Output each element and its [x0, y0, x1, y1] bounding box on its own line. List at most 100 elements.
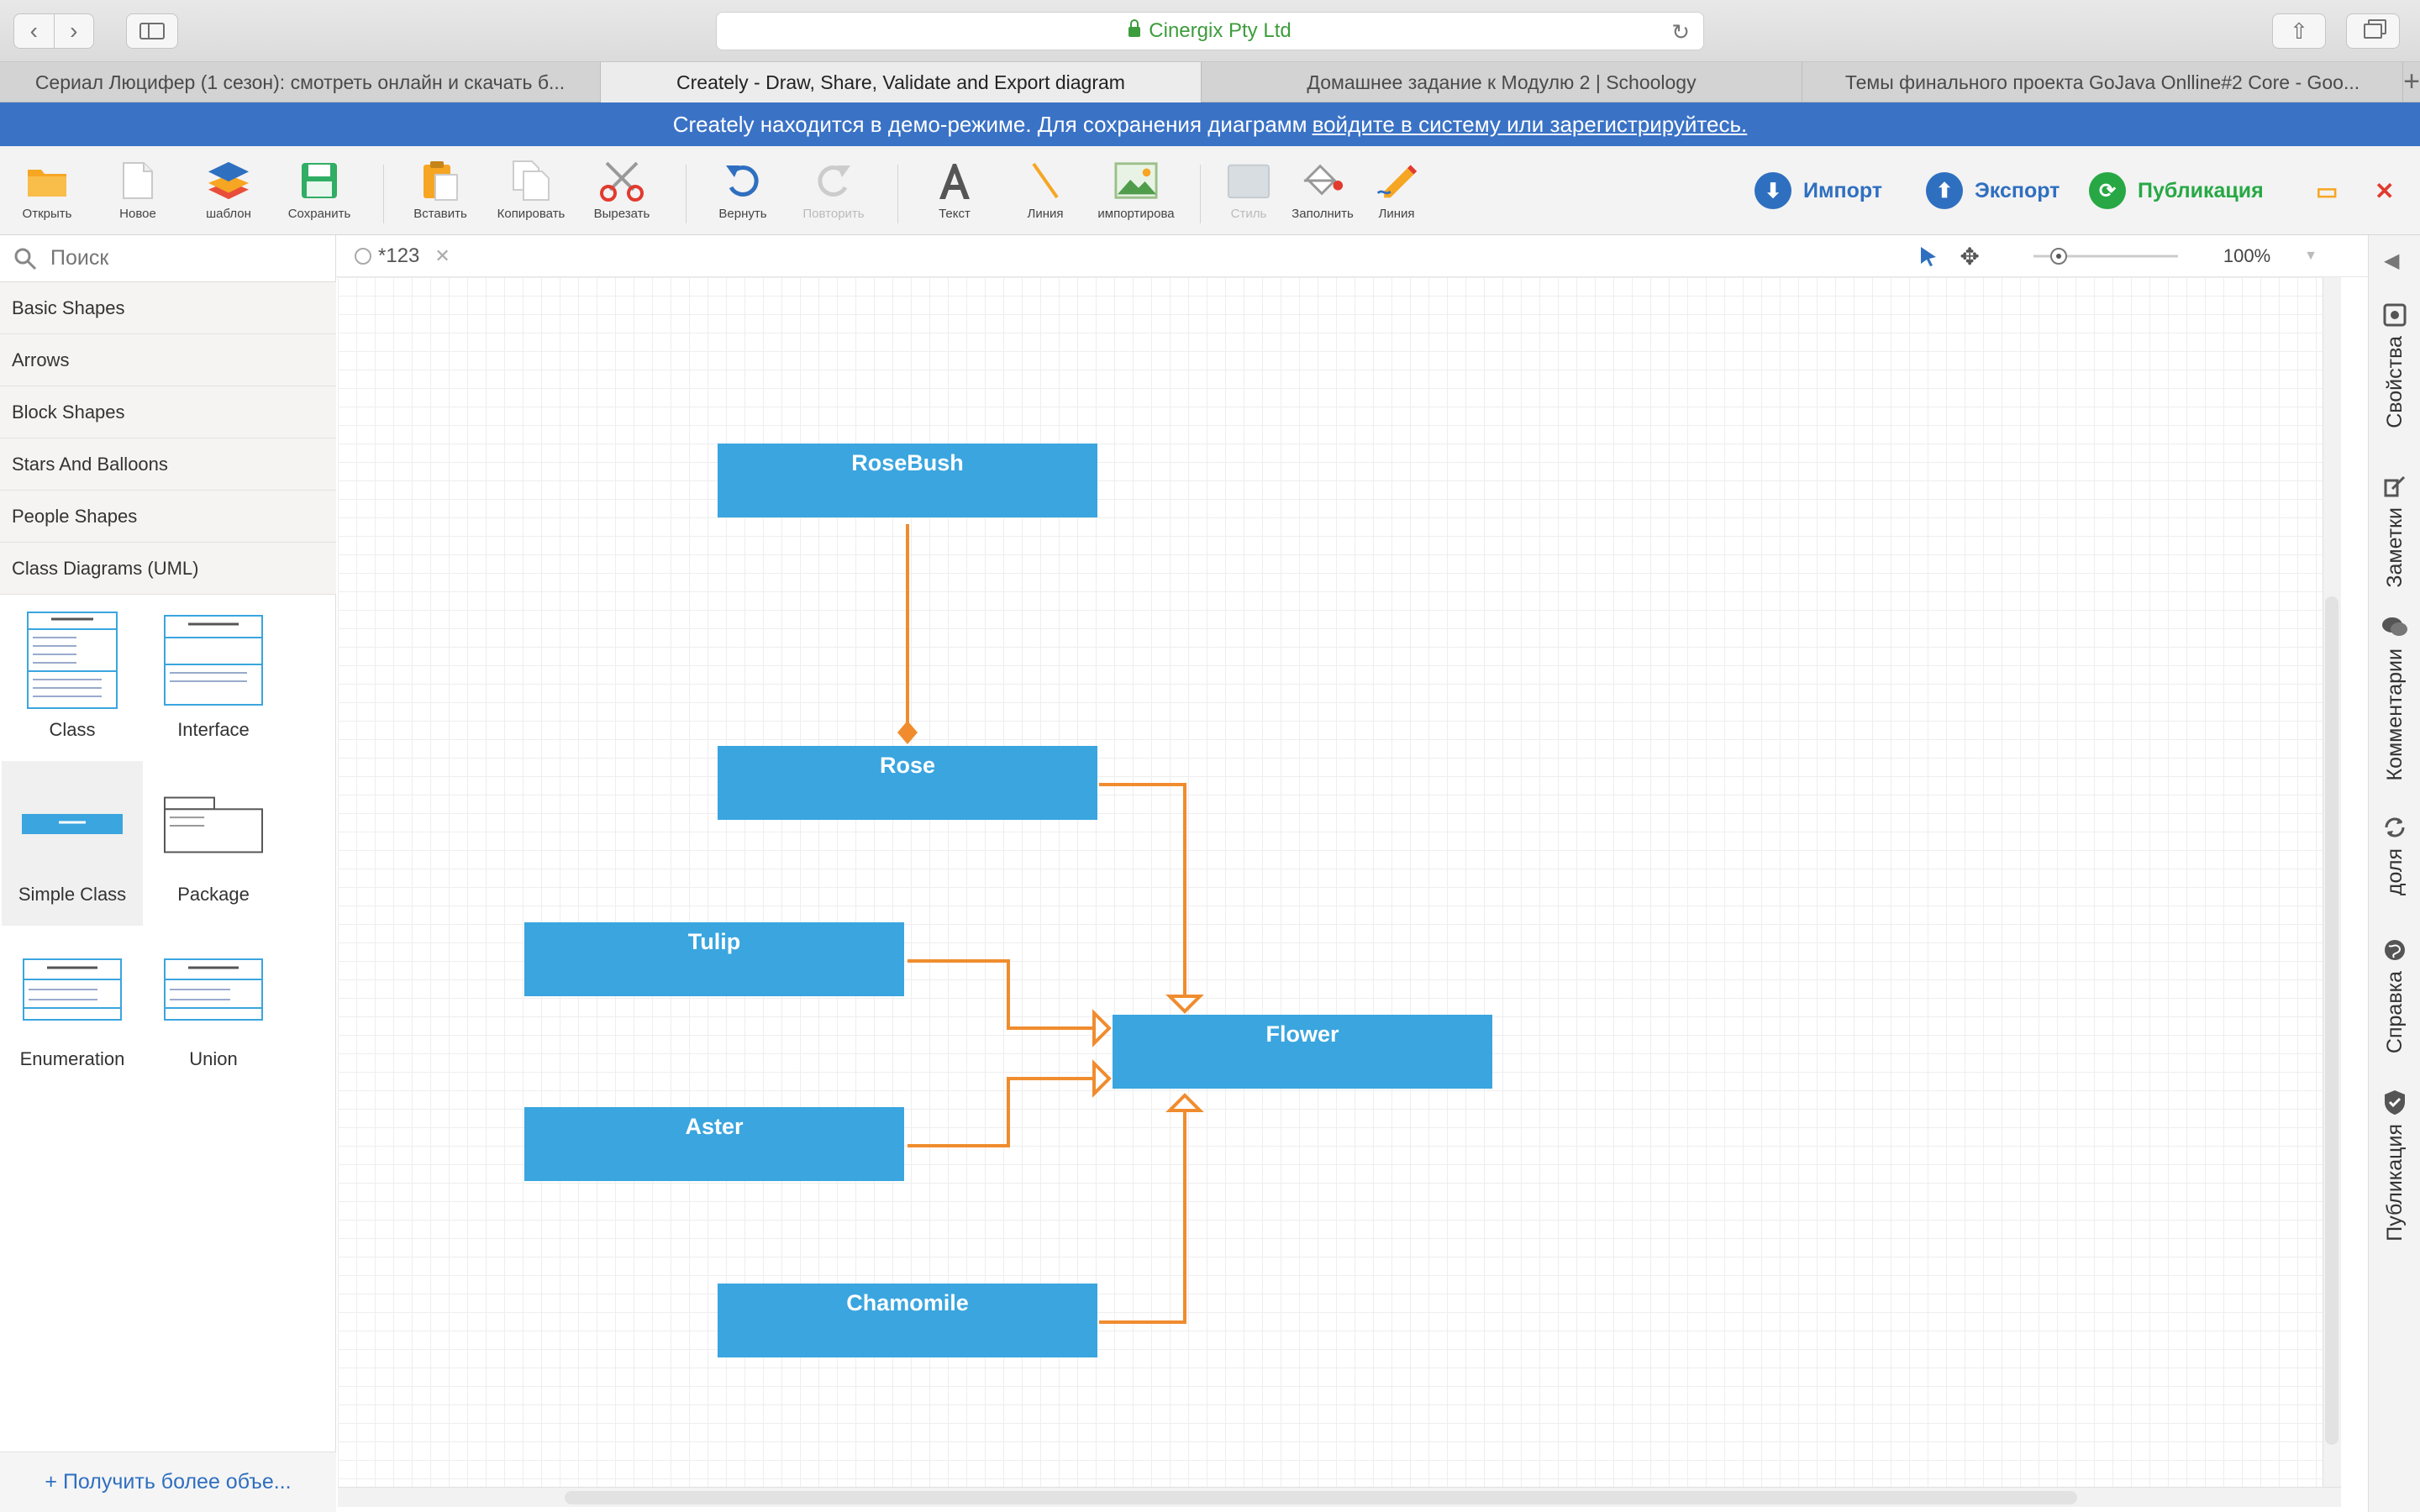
shape-union[interactable]: Union: [143, 926, 284, 1090]
class-tulip[interactable]: Tulip: [524, 922, 904, 996]
login-register-link[interactable]: войдите в систему или зарегистрируйтесь.: [1312, 111, 1748, 137]
notes-icon: [2384, 475, 2406, 497]
pan-icon[interactable]: ✥: [1960, 243, 1980, 270]
get-more-shapes-link[interactable]: + Получить более объе...: [0, 1452, 336, 1512]
horizontal-scrollbar[interactable]: [338, 1487, 2341, 1507]
cut-button[interactable]: Вырезать: [580, 160, 664, 230]
browser-tab[interactable]: Сериал Люцифер (1 сезон): смотреть онлай…: [0, 62, 601, 102]
rail-comments[interactable]: Комментарии: [2369, 615, 2420, 780]
style-button[interactable]: Стиль: [1207, 160, 1291, 230]
feedback-icon[interactable]: ▭: [2316, 177, 2338, 204]
publish-button[interactable]: ⟳ Публикация: [2089, 171, 2264, 210]
text-icon: [939, 164, 970, 199]
address-bar[interactable]: Cinergix Pty Ltd ↻: [716, 12, 1704, 50]
show-tabs-button[interactable]: [2346, 13, 2400, 49]
properties-icon: [2383, 303, 2407, 327]
redo-icon: [818, 165, 850, 197]
open-button[interactable]: Открыть: [5, 160, 89, 230]
rail-share[interactable]: доля: [2369, 815, 2420, 895]
category-block-shapes[interactable]: Block Shapes: [0, 386, 336, 438]
browser-tab-active[interactable]: Creately - Draw, Share, Validate and Exp…: [601, 62, 1202, 102]
pencil-line-button[interactable]: Линия: [1355, 160, 1439, 230]
refresh-icon: ⟳: [2089, 172, 2126, 209]
redo-button[interactable]: Повторить: [792, 160, 876, 230]
shape-simple-class[interactable]: Simple Class: [2, 761, 143, 926]
shape-enumeration[interactable]: Enumeration: [2, 926, 143, 1090]
browser-tab[interactable]: Темы финального проекта GoJava Onlline#2…: [1802, 62, 2403, 102]
undo-button[interactable]: Вернуть: [701, 160, 785, 230]
text-tool-button[interactable]: Текст: [913, 160, 997, 230]
search-input[interactable]: [50, 246, 319, 270]
uml-class-icon: [27, 612, 118, 709]
generalization-connector-chamomile[interactable]: [1099, 1102, 1186, 1324]
export-button[interactable]: ⬆ Экспорт: [1926, 171, 2060, 210]
class-chamomile[interactable]: Chamomile: [718, 1284, 1097, 1357]
category-stars-balloons[interactable]: Stars And Balloons: [0, 438, 336, 491]
line-icon: [1032, 162, 1059, 199]
globe-icon: [2385, 940, 2405, 960]
app-toolbar: Открыть Новое шаблон Сохранить Вставить …: [0, 146, 2420, 235]
category-class-diagrams[interactable]: Class Diagrams (UML): [0, 543, 336, 595]
import-button[interactable]: ⬇ Импорт: [1754, 171, 1882, 210]
document-tab[interactable]: *123 ✕: [355, 242, 450, 270]
category-basic-shapes[interactable]: Basic Shapes: [0, 282, 336, 334]
uml-enumeration-icon: [23, 958, 122, 1021]
rail-notes[interactable]: Заметки: [2369, 474, 2420, 588]
reload-icon[interactable]: ↻: [1671, 19, 1690, 45]
category-people-shapes[interactable]: People Shapes: [0, 491, 336, 543]
generalization-arrowhead: [1165, 1093, 1204, 1112]
generalization-connector-tulip[interactable]: [908, 959, 1102, 1030]
forward-button[interactable]: ›: [53, 14, 94, 48]
zoom-dropdown-icon[interactable]: ▼: [2304, 249, 2317, 263]
demo-mode-text: Creately находится в демо-режиме. Для со…: [672, 111, 1307, 137]
browser-tab[interactable]: Домашнее задание к Модулю 2 | Schoology: [1202, 62, 1802, 102]
vertical-scroll-thumb[interactable]: [2325, 596, 2338, 1445]
template-button[interactable]: шаблон: [187, 160, 271, 230]
share-button[interactable]: ⇧: [2272, 13, 2326, 49]
generalization-arrowhead: [1092, 1059, 1112, 1098]
comments-icon: [2382, 617, 2407, 636]
paste-button[interactable]: Вставить: [398, 160, 482, 230]
image-icon: [1114, 162, 1158, 199]
shape-class[interactable]: Class: [2, 596, 143, 761]
search-icon: [14, 248, 37, 270]
pointer-icon[interactable]: [1919, 245, 1938, 267]
class-flower[interactable]: Flower: [1113, 1015, 1492, 1089]
address-site: Cinergix Pty Ltd: [1149, 19, 1292, 42]
save-button[interactable]: Сохранить: [277, 160, 361, 230]
toolbar-separator: [686, 165, 687, 223]
class-rosebush[interactable]: RoseBush: [718, 444, 1097, 517]
rail-properties[interactable]: Свойства: [2369, 302, 2420, 428]
sidebar-toggle-button[interactable]: [126, 13, 178, 49]
scissors-icon: [600, 161, 644, 202]
generalization-connector-rose[interactable]: [1099, 783, 1186, 1000]
document-tab-label: *123: [378, 244, 420, 267]
diagram-canvas[interactable]: RoseBush Rose Tulip Aster Chamomile Flow…: [338, 277, 2323, 1487]
shape-interface[interactable]: Interface: [143, 596, 284, 761]
zoom-slider[interactable]: [2030, 245, 2181, 267]
back-button[interactable]: ‹: [29, 18, 38, 44]
fill-button[interactable]: Заполнить: [1281, 160, 1365, 230]
import-image-button[interactable]: импортирова: [1094, 160, 1178, 230]
generalization-connector-aster[interactable]: [908, 1077, 1102, 1147]
class-rose[interactable]: Rose: [718, 746, 1097, 820]
copy-button[interactable]: Копировать: [489, 160, 573, 230]
shield-icon: [2385, 1090, 2405, 1115]
close-icon[interactable]: ✕: [2375, 177, 2395, 204]
horizontal-scroll-thumb[interactable]: [565, 1491, 2077, 1504]
class-aster[interactable]: Aster: [524, 1107, 904, 1181]
tabs-icon: [2364, 24, 2382, 39]
new-button[interactable]: Новое: [96, 160, 180, 230]
uml-simple-class-icon: [22, 814, 123, 834]
rail-publish[interactable]: Публикация: [2369, 1089, 2420, 1242]
close-tab-icon[interactable]: ✕: [434, 245, 450, 266]
vertical-scrollbar[interactable]: [2323, 277, 2341, 1487]
category-arrows[interactable]: Arrows: [0, 334, 336, 386]
pencil-icon: [1376, 165, 1418, 198]
shape-package[interactable]: Package: [143, 761, 284, 926]
zoom-level[interactable]: 100%: [2223, 245, 2271, 266]
rail-help[interactable]: Справка: [2369, 937, 2420, 1053]
collapse-panel-icon[interactable]: ◀: [2384, 249, 2400, 272]
new-tab-button[interactable]: +: [2403, 66, 2420, 97]
line-tool-button[interactable]: Линия: [1003, 160, 1087, 230]
